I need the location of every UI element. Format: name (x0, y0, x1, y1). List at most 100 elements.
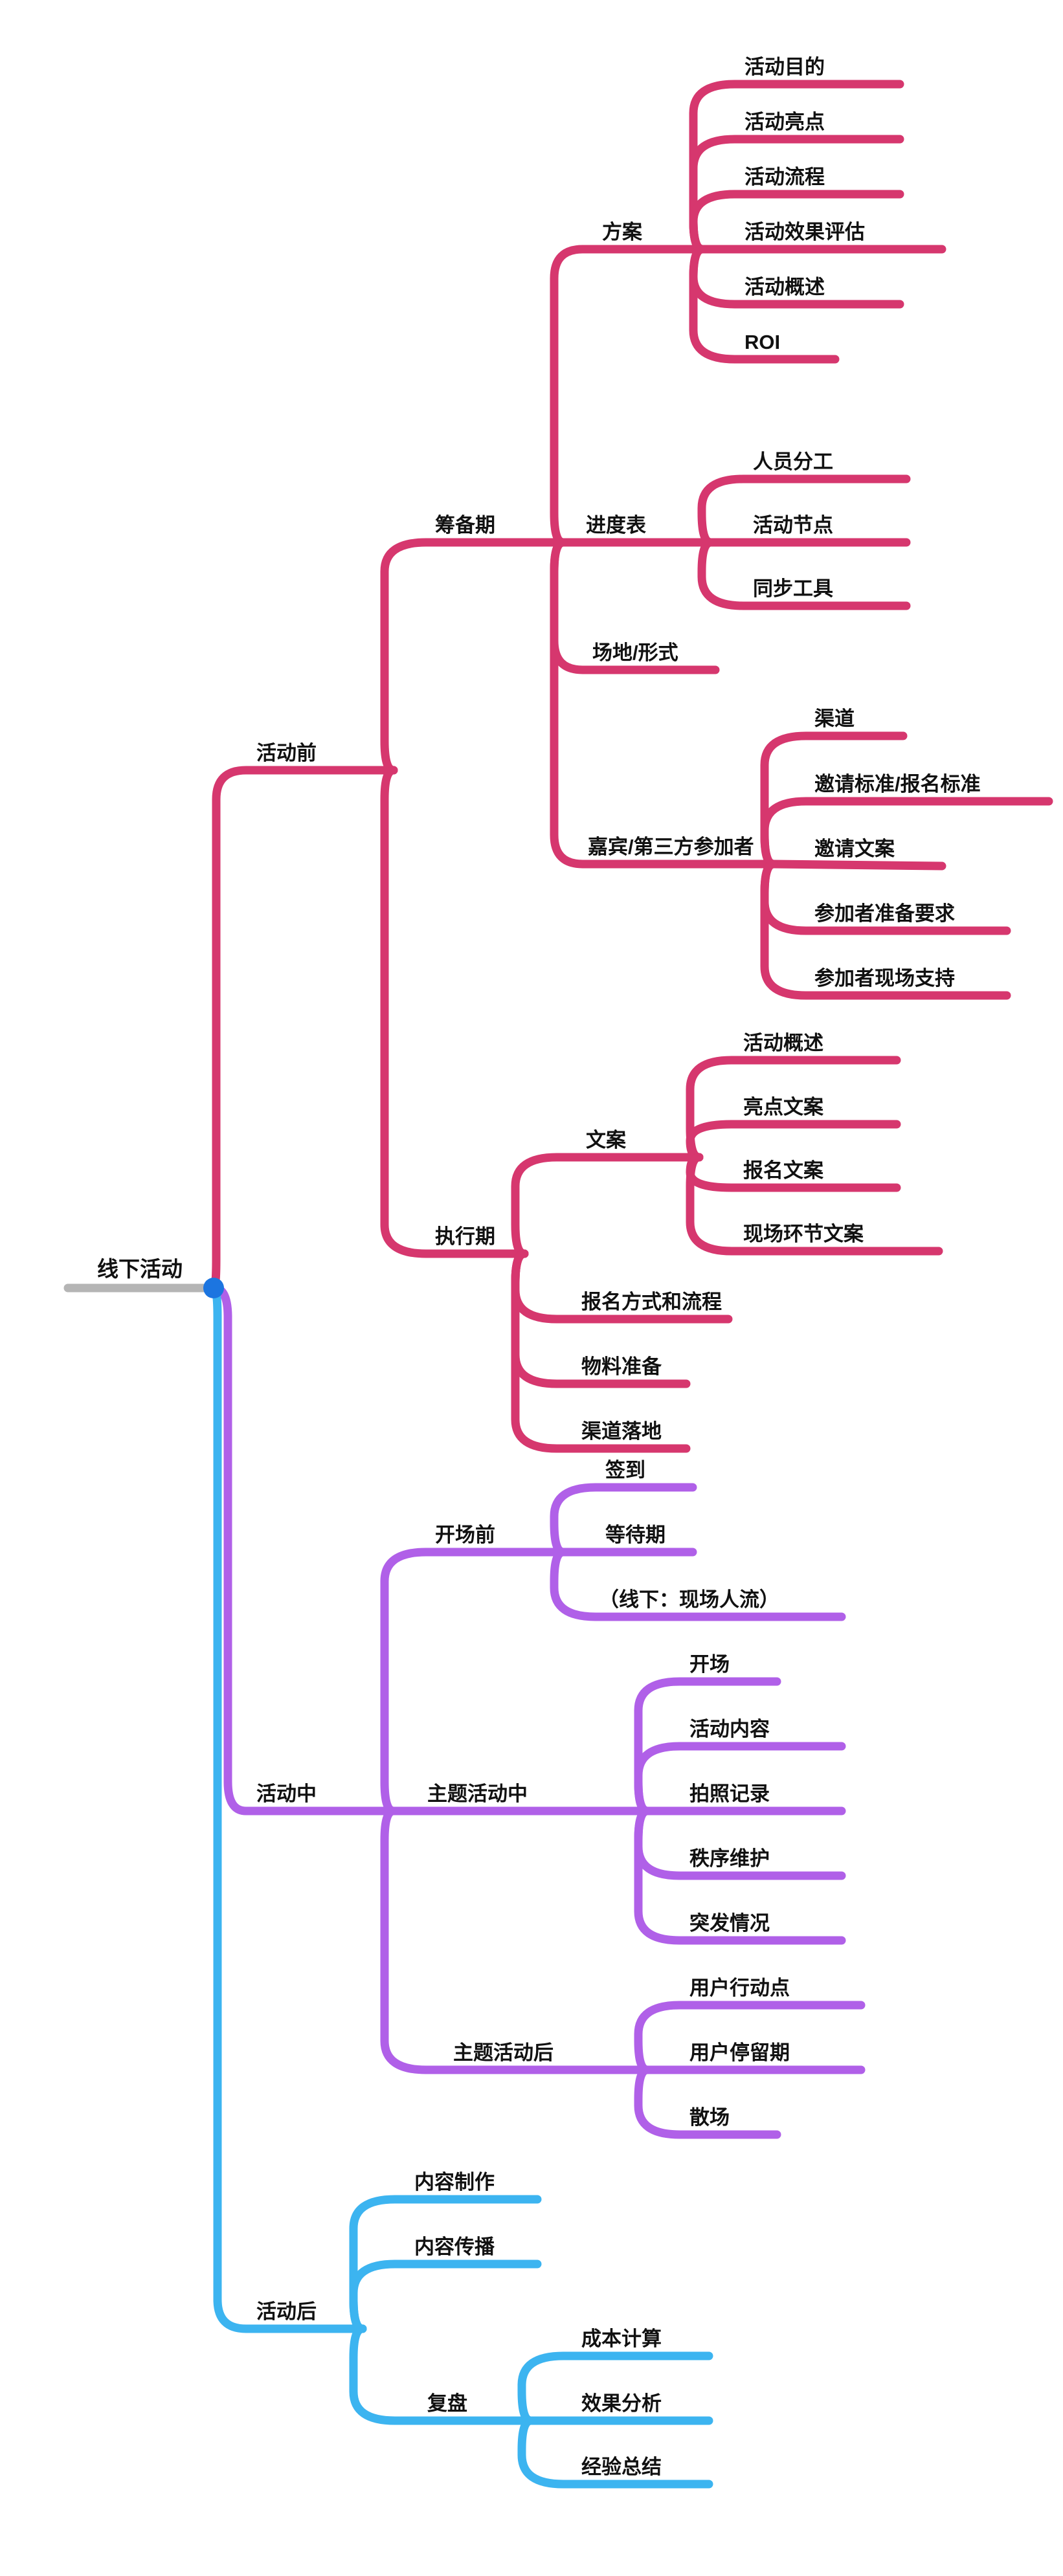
node-用户停留期: 用户停留期 (643, 2041, 866, 2074)
node-label-root[interactable]: 线下活动 (97, 1257, 183, 1281)
node-活动概述: 活动概述 (686, 1032, 901, 1162)
node-label-秩序维护[interactable]: 秩序维护 (689, 1847, 770, 1870)
node-root: 线下活动 (63, 1257, 224, 1298)
node-label-活动亮点[interactable]: 活动亮点 (744, 111, 825, 133)
node-label-人员分工[interactable]: 人员分工 (753, 450, 833, 473)
node-label-活动中[interactable]: 活动中 (256, 1782, 317, 1805)
node-label-签到[interactable]: 签到 (605, 1459, 645, 1482)
node-label-内容制作[interactable]: 内容制作 (414, 2171, 495, 2193)
node-秩序维护: 秩序维护 (634, 1806, 846, 1880)
node-label-报名方式和流程[interactable]: 报名方式和流程 (581, 1291, 722, 1313)
node-同步工具: 同步工具 (697, 538, 911, 610)
node-label-现场环节文案[interactable]: 现场环节文案 (743, 1223, 864, 1245)
node-label-活动概述[interactable]: 活动概述 (744, 276, 825, 298)
node-label-活动前[interactable]: 活动前 (256, 742, 317, 764)
node-label-等待期[interactable]: 等待期 (605, 1524, 666, 1546)
node-label-主题活动后[interactable]: 主题活动后 (453, 2041, 554, 2064)
node-label-用户行动点[interactable]: 用户行动点 (689, 1977, 790, 1999)
node-嘉宾/第三方参加者: 嘉宾/第三方参加者 (550, 538, 778, 869)
node-label-渠道[interactable]: 渠道 (814, 707, 855, 730)
node-label-嘉宾/第三方参加者[interactable]: 嘉宾/第三方参加者 (588, 836, 754, 858)
branch-line (349, 2324, 535, 2425)
node-参加者准备要求: 参加者准备要求 (760, 860, 1011, 935)
branch-line (550, 1548, 846, 1621)
node-label-内容传播[interactable]: 内容传播 (414, 2236, 495, 2258)
node-label-活动流程[interactable]: 活动流程 (744, 166, 825, 188)
node-label-亮点文案[interactable]: 亮点文案 (743, 1096, 824, 1118)
node-label-方案[interactable]: 方案 (602, 221, 643, 243)
node-label-开场[interactable]: 开场 (689, 1653, 730, 1676)
branch-line (550, 245, 707, 547)
node-label-活动后[interactable]: 活动后 (256, 2300, 317, 2323)
node-label-渠道落地[interactable]: 渠道落地 (581, 1420, 662, 1443)
node-label-成本计算[interactable]: 成本计算 (581, 2327, 662, 2350)
node-活动前: 活动前 (209, 742, 398, 1293)
branch-line (686, 1153, 943, 1256)
node-label-（线下：现场人流）[interactable]: （线下：现场人流） (599, 1588, 779, 1611)
node-复盘: 复盘 (349, 2324, 535, 2425)
node-label-活动效果评估[interactable]: 活动效果评估 (744, 221, 865, 243)
node-label-邀请文案[interactable]: 邀请文案 (814, 838, 895, 860)
node-文案: 文案 (511, 1129, 704, 1258)
branch-line (686, 1120, 901, 1162)
branch-line (634, 2065, 781, 2139)
node-label-拍照记录[interactable]: 拍照记录 (689, 1782, 770, 1805)
node-label-活动节点[interactable]: 活动节点 (753, 514, 833, 537)
node-label-活动概述[interactable]: 活动概述 (743, 1032, 823, 1054)
node-方案: 方案 (550, 221, 707, 547)
node-label-筹备期[interactable]: 筹备期 (435, 514, 495, 537)
node-label-复盘[interactable]: 复盘 (427, 2392, 467, 2415)
node-报名文案: 报名文案 (686, 1153, 901, 1192)
node-label-报名文案[interactable]: 报名文案 (743, 1159, 824, 1182)
node-label-邀请标准/报名标准[interactable]: 邀请标准/报名标准 (814, 773, 981, 795)
node-label-ROI[interactable]: ROI (744, 331, 780, 353)
node-渠道落地: 渠道落地 (511, 1249, 691, 1453)
branch-line (550, 538, 778, 869)
node-筹备期: 筹备期 (380, 514, 568, 775)
node-label-开场前[interactable]: 开场前 (435, 1524, 495, 1546)
branch-line (517, 2416, 713, 2489)
branch-line (760, 797, 1053, 869)
node-label-场地/形式[interactable]: 场地/形式 (592, 641, 678, 664)
node-label-效果分析[interactable]: 效果分析 (581, 2392, 662, 2415)
node-label-进度表[interactable]: 进度表 (586, 514, 646, 537)
branch-line (511, 1153, 704, 1258)
node-活动流程: 活动流程 (689, 166, 904, 254)
node-label-用户停留期[interactable]: 用户停留期 (689, 2041, 790, 2064)
node-进度表: 进度表 (559, 514, 715, 547)
node-用户行动点: 用户行动点 (634, 1977, 866, 2074)
node-活动中: 活动中 (209, 1283, 398, 1815)
branch-line (689, 245, 840, 364)
root-dot[interactable] (203, 1278, 224, 1298)
node-label-物料准备[interactable]: 物料准备 (581, 1355, 662, 1378)
node-现场环节文案: 现场环节文案 (686, 1153, 943, 1256)
node-label-活动内容[interactable]: 活动内容 (689, 1718, 770, 1740)
node-活动内容: 活动内容 (634, 1718, 846, 1815)
branch-line (517, 2351, 713, 2425)
branch-line (634, 1806, 846, 1945)
branch-line (760, 860, 1011, 1000)
node-邀请文案: 邀请文案 (769, 838, 946, 871)
node-ROI: ROI (689, 245, 840, 364)
branch-line (550, 1483, 697, 1557)
node-label-文案[interactable]: 文案 (586, 1129, 627, 1151)
node-label-突发情况[interactable]: 突发情况 (689, 1912, 770, 1935)
branch-line (349, 2260, 542, 2333)
node-label-活动目的[interactable]: 活动目的 (744, 56, 825, 78)
node-label-执行期[interactable]: 执行期 (435, 1225, 495, 1248)
node-label-散场[interactable]: 散场 (689, 2106, 730, 2129)
node-label-参加者现场支持[interactable]: 参加者现场支持 (814, 967, 955, 990)
node-label-参加者准备要求[interactable]: 参加者准备要求 (814, 902, 955, 925)
node-拍照记录: 拍照记录 (643, 1782, 846, 1815)
node-人员分工: 人员分工 (697, 450, 911, 547)
node-label-主题活动中[interactable]: 主题活动中 (427, 1782, 528, 1805)
branch-line (209, 1283, 398, 1815)
node-主题活动后: 主题活动后 (380, 1806, 652, 2074)
node-开场前: 开场前 (380, 1524, 568, 1815)
node-label-经验总结[interactable]: 经验总结 (581, 2456, 662, 2478)
branch-line (634, 2001, 866, 2074)
node-（线下：现场人流）: （线下：现场人流） (550, 1548, 846, 1621)
branch-line (697, 538, 911, 610)
node-label-同步工具[interactable]: 同步工具 (753, 577, 833, 600)
